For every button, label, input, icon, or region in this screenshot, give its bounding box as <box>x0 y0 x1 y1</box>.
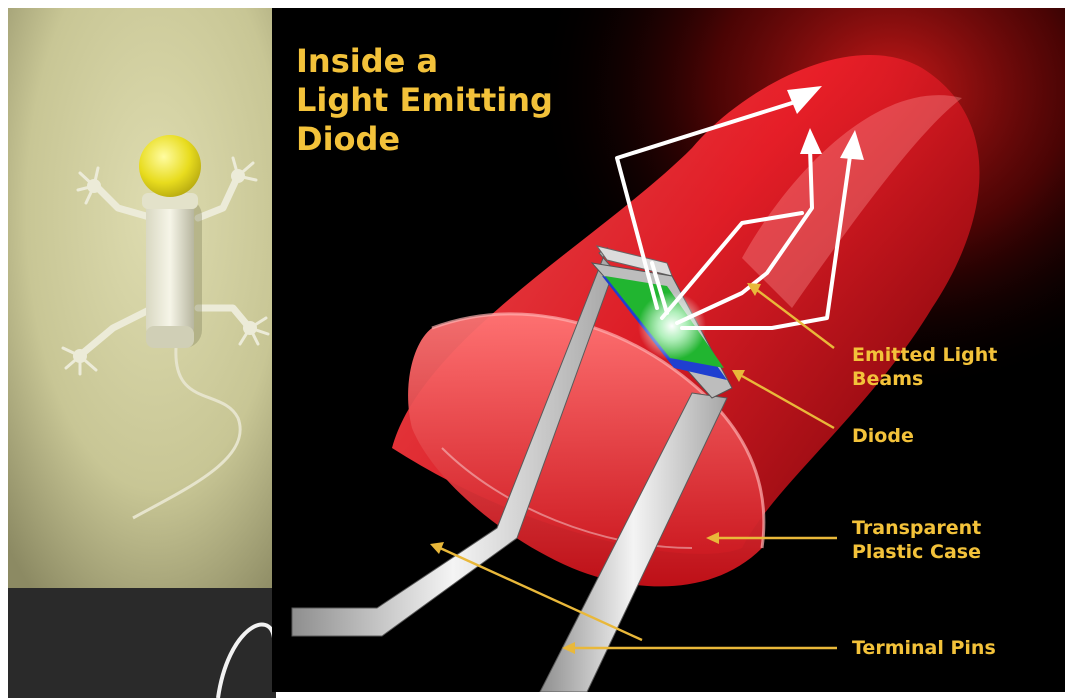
label-emitted-light-line-2: Beams <box>852 368 923 390</box>
led-diagram: Inside a Light Emitting Diode Emitted Li… <box>272 8 1065 692</box>
diagram-title-line-3: Diode <box>296 120 400 158</box>
label-plastic-case-line-1: Transparent <box>852 517 981 539</box>
gecko-lamp-illustration <box>8 8 276 698</box>
wall-background <box>8 8 276 588</box>
led-cutaway-diagram: Inside a Light Emitting Diode Emitted Li… <box>272 8 1065 692</box>
label-diode: Diode <box>852 425 914 447</box>
gecko-lamp-photo <box>8 8 276 698</box>
label-terminal-pins: Terminal Pins <box>852 637 996 659</box>
gecko-body <box>146 193 194 343</box>
yellow-led-bulb <box>139 135 201 197</box>
diagram-title-line-1: Inside a <box>296 42 438 80</box>
label-emitted-light-line-1: Emitted Light <box>852 344 997 366</box>
gecko-base <box>146 326 194 348</box>
diagram-title-line-2: Light Emitting <box>296 81 553 119</box>
label-plastic-case-line-2: Plastic Case <box>852 541 981 563</box>
